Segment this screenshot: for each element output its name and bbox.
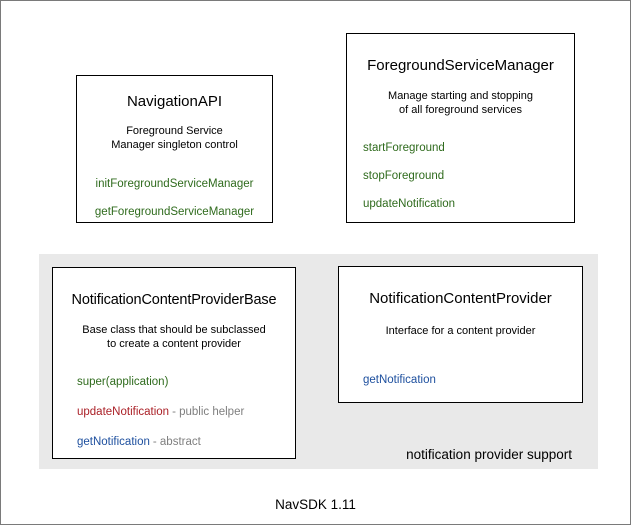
class-title: NotificationContentProvider [369, 290, 552, 307]
method-name: super(application) [77, 376, 169, 388]
method-init-foreground-service-manager: initForegroundServiceManager [95, 178, 254, 190]
method-list: initForegroundServiceManager getForegrou… [77, 178, 272, 219]
method-annotation: - abstract [152, 436, 201, 448]
method-stop-foreground: stopForeground [363, 170, 445, 182]
method-get-notification: getNotification- abstract [77, 436, 295, 449]
class-description: Base class that should be subclassed to … [53, 323, 295, 351]
method-list: super(application) updateNotification- p… [53, 376, 295, 449]
method-list: getNotification [339, 374, 582, 387]
class-box-notification-content-provider-base: NotificationContentProviderBase Base cla… [52, 267, 296, 459]
description-line: Foreground Service [126, 125, 223, 137]
description-line: Interface for a content provider [385, 325, 536, 337]
class-box-navigation-api: NavigationAPI Foreground Service Manager… [76, 75, 273, 223]
method-name: updateNotification [77, 406, 170, 418]
class-title: NavigationAPI [126, 93, 223, 110]
method-get-notification: getNotification [363, 374, 436, 386]
notification-provider-support-panel: NotificationContentProviderBase Base cla… [39, 254, 598, 469]
description-line: Base class that should be subclassed [82, 324, 266, 336]
class-box-notification-content-provider: NotificationContentProvider Interface fo… [338, 266, 583, 403]
method-name: getNotification [77, 436, 150, 448]
description-line: to create a content provider [107, 338, 241, 350]
method-super-application: super(application) [77, 376, 295, 389]
description-line: of all foreground services [399, 104, 522, 116]
method-update-notification: updateNotification- public helper [77, 406, 295, 419]
class-description: Manage starting and stopping of all fore… [347, 89, 574, 117]
class-description: Interface for a content provider [339, 324, 582, 338]
method-start-foreground: startForeground [363, 142, 445, 154]
class-box-foreground-service-manager: ForegroundServiceManager Manage starting… [346, 33, 575, 223]
description-line: Manage starting and stopping [388, 90, 533, 102]
method-list: startForeground stopForeground updateNot… [347, 142, 574, 211]
sdk-version-label: NavSDK 1.11 [275, 497, 356, 512]
description-line: Manager singleton control [111, 139, 238, 151]
method-get-foreground-service-manager: getForegroundServiceManager [94, 206, 255, 218]
method-annotation: - public helper [172, 406, 245, 418]
method-update-notification: updateNotification [363, 198, 456, 210]
class-title: NotificationContentProviderBase [71, 292, 277, 308]
panel-caption: notification provider support [406, 447, 572, 462]
class-title: ForegroundServiceManager [367, 57, 554, 74]
class-description: Foreground Service Manager singleton con… [77, 124, 272, 152]
